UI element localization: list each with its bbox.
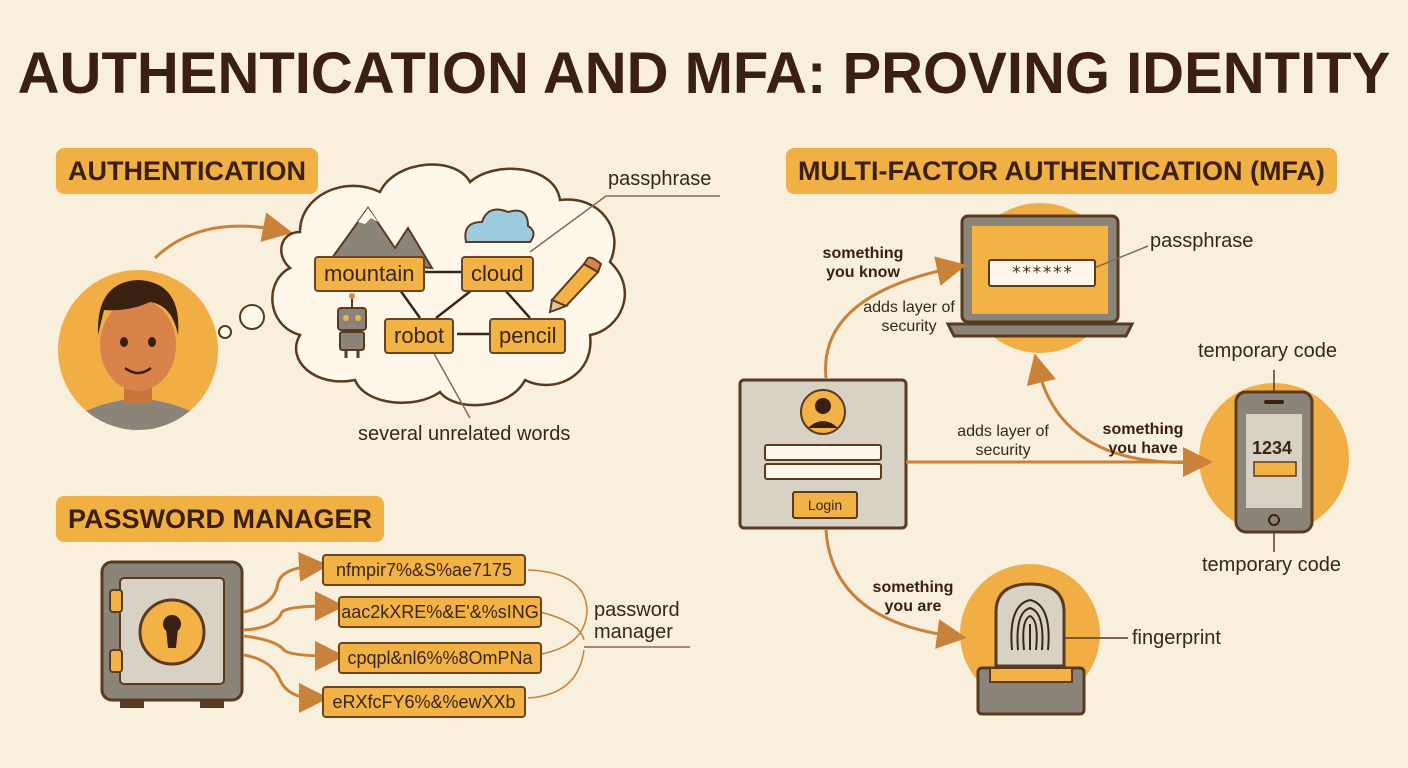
pencil-icon: [548, 256, 603, 314]
mfa-heading: MULTI-FACTOR AUTHENTICATION (MFA): [786, 148, 1337, 194]
fingerprint-scanner-icon: [960, 564, 1100, 716]
password-entry-1: nfmpir7%&S%ae7175: [322, 554, 526, 586]
word-cloud: cloud: [461, 256, 534, 292]
bracket-upper: [527, 569, 588, 657]
auth-passphrase-label: passphrase: [608, 168, 712, 190]
login-button[interactable]: Login: [792, 491, 858, 519]
layer-label-have: adds layer of security: [957, 423, 1049, 459]
bracket-lower: [527, 649, 585, 699]
laptop-passphrase-leader: [1093, 245, 1149, 269]
mfa-flow-arrows: [824, 256, 1213, 649]
thought-dot-large: [239, 304, 265, 330]
bracket-mid: [539, 611, 585, 641]
auth-caption: several unrelated words: [358, 423, 571, 445]
password-manager-heading: PASSWORD MANAGER: [56, 496, 385, 542]
password-entry-2: aac2kXRE%&E'&%sING: [338, 596, 542, 628]
passphrase-leader-line: [529, 195, 607, 253]
thought-dot-small: [218, 325, 232, 339]
temp-code-top-label: temporary code: [1198, 340, 1337, 362]
temp-code-bottom-label: temporary code: [1202, 554, 1341, 576]
password-entry-4: eRXfcFY6%&%ewXXb: [322, 686, 526, 718]
robot-icon: [337, 293, 367, 358]
authentication-heading: AUTHENTICATION: [56, 148, 318, 194]
cloud-icon: [464, 208, 535, 243]
factor-have-label: something you have: [1102, 421, 1184, 457]
login-panel: [738, 378, 908, 530]
word-mountain: mountain: [314, 256, 425, 292]
password-entry-3: cpqpl&nl6%%8OmPNa: [338, 642, 542, 674]
word-robot: robot: [384, 318, 455, 354]
phone-icon: [1199, 383, 1349, 534]
factor-are-label: something you are: [872, 579, 954, 615]
safe-icon: [100, 560, 244, 708]
word-pencil: pencil: [489, 318, 567, 354]
page-title: AUTHENTICATION AND MFA: PROVING IDENTITY: [17, 41, 1391, 106]
laptop-password-field: ******: [988, 259, 1096, 287]
caption-leader-line: [431, 349, 471, 419]
factor-know-label: something you know: [822, 245, 904, 281]
person-avatar: [58, 270, 218, 430]
thought-arrow: [153, 212, 293, 260]
safe-to-password-arrows: [243, 551, 345, 713]
fingerprint-label: fingerprint: [1132, 627, 1221, 649]
password-manager-label: password manager: [594, 599, 680, 643]
phone-code: 1234: [1251, 438, 1293, 458]
layer-label-know: adds layer of security: [863, 299, 955, 335]
mfa-passphrase-label: passphrase: [1150, 230, 1254, 252]
word-connectors: [398, 270, 531, 336]
